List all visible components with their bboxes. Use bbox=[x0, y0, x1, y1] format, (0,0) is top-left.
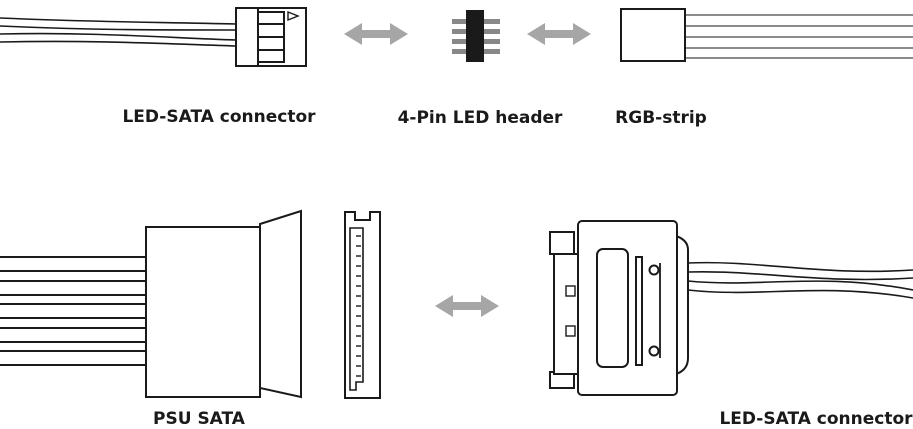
label-4-pin-led-header: 4-Pin LED header bbox=[398, 108, 563, 128]
rgb-strip-connector bbox=[620, 8, 913, 62]
double-arrow-3 bbox=[435, 295, 499, 317]
sata-socket bbox=[344, 211, 381, 399]
led-sata-connector-top bbox=[0, 7, 307, 67]
double-arrow-2 bbox=[527, 23, 591, 45]
led-sata-connector-bottom bbox=[549, 220, 913, 396]
label-led-sata-connector-top: LED-SATA connector bbox=[122, 107, 316, 127]
double-arrow-1 bbox=[344, 23, 408, 45]
psu-sata-connector bbox=[0, 209, 302, 399]
label-rgb-strip: RGB-strip bbox=[615, 108, 707, 128]
label-psu-sata: PSU SATA bbox=[153, 409, 246, 429]
four-pin-led-header bbox=[452, 10, 500, 62]
label-led-sata-connector-bottom: LED-SATA connector bbox=[719, 409, 913, 429]
